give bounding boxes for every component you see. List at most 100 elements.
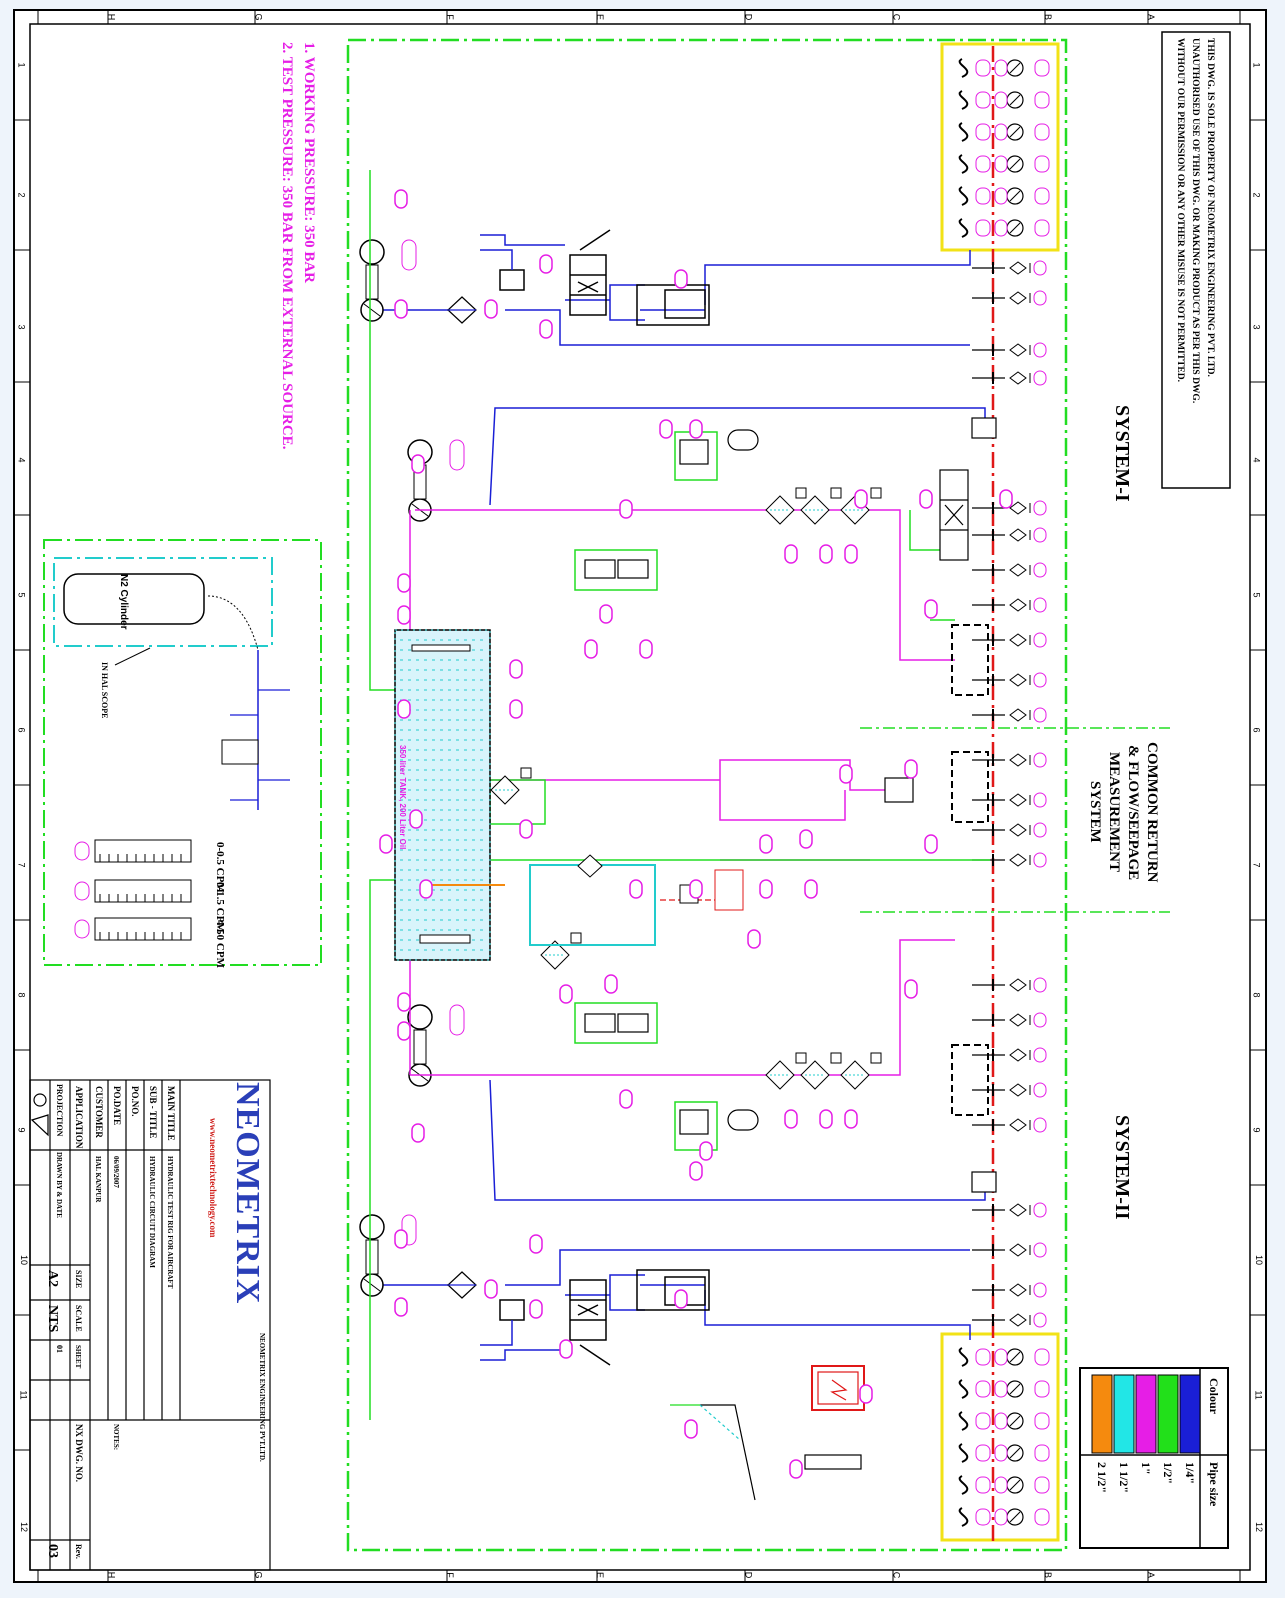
legend-header-pipe: Pipe size (1207, 1462, 1221, 1507)
border-letter-H: H (106, 1571, 117, 1579)
outer-border (13, 9, 1267, 1583)
test-port-box-2 (940, 1332, 1060, 1542)
notice-line-3: WITHOUT OUR PERMISSION OR ANY OTHER MISU… (1175, 38, 1185, 382)
border-number-10: 10 (19, 1254, 30, 1266)
border-number-6: 6 (1251, 727, 1262, 733)
common-line-3: MEASUREMENT (1106, 752, 1122, 873)
border-number-3: 3 (1251, 324, 1262, 330)
notice-line-1: THIS DWG. IS SOLE PROPERTY OF NEOMETRIX … (1205, 38, 1215, 377)
border-letter-C: C (891, 13, 902, 21)
rotameter-label-2: 0-1.5 CPM (214, 882, 226, 933)
border-letter-F: F (444, 14, 455, 20)
drip-tray (670, 1404, 862, 1501)
border-number-7: 7 (1251, 862, 1262, 868)
border-number-8: 8 (1251, 992, 1262, 998)
rotameter-label-3: 4-50 CPM (214, 920, 226, 968)
common-line-2: & FLOW/SEEPAGE (1125, 744, 1141, 880)
common-line-1: COMMON RETURN (1144, 742, 1160, 883)
border-number-1: 1 (16, 62, 27, 68)
legend-size-5: 2 1/2" (1095, 1462, 1109, 1493)
notice-text: THIS DWG. IS SOLE PROPERTY OF NEOMETRIX … (1172, 38, 1217, 488)
zone-ticks (14, 10, 1266, 1583)
note-test-pressure: 2. TEST PRESSURE: 350 BAR FROM EXTERNAL … (279, 42, 295, 450)
border-number-2: 2 (1251, 192, 1262, 198)
dcv-system-1 (939, 469, 969, 561)
border-number-6: 6 (16, 727, 27, 733)
border-letter-H: H (106, 13, 117, 21)
n2-scope-label: IN HAL SCOPE (100, 662, 109, 719)
border-number-9: 9 (16, 1127, 27, 1133)
legend-size-1: 1/4" (1183, 1462, 1197, 1484)
actuator-circuit-2 (370, 1249, 971, 1366)
tb-sub-title-label: SUB - TITLE (148, 1086, 158, 1139)
tb-sub-title: HYDRAULIC CIRCUIT DIAGRAM (148, 1156, 156, 1268)
border-number-4: 4 (16, 457, 27, 463)
tb-dwg-label: NX DWG. NO. (74, 1424, 84, 1482)
border-letter-B: B (1043, 13, 1054, 21)
notice-box (1161, 31, 1231, 489)
legend-size-2: 1/2" (1161, 1462, 1175, 1484)
tb-sheet-label: SHEET (74, 1345, 82, 1369)
tb-application-label: APPLICATION (74, 1086, 84, 1149)
tb-rev-label: Rev. (74, 1544, 83, 1559)
border-number-12: 12 (19, 1521, 30, 1533)
common-line-4: SYSTEM (1087, 781, 1103, 844)
common-return-title: COMMON RETURN & FLOW/SEEPAGE MEASUREMENT… (1085, 742, 1161, 882)
tb-rev: 03 (45, 1544, 60, 1558)
tb-main-title-label: MAIN TITLE (166, 1086, 176, 1141)
manifold-taps (972, 260, 1047, 1328)
oil-tank (394, 629, 491, 961)
tb-size-label: SIZE (74, 1270, 83, 1289)
test-ports-system-2 (958, 1347, 1050, 1527)
border-number-5: 5 (1251, 592, 1262, 598)
manifold-blocks (951, 624, 989, 1116)
pipe-size-legend (1079, 1367, 1229, 1549)
title-block (29, 1079, 271, 1571)
border-letter-E: E (595, 13, 606, 21)
border-number-4: 4 (1251, 457, 1262, 463)
border-letter-D: D (743, 13, 754, 21)
border-number-3: 3 (16, 324, 27, 330)
border-letter-E: E (595, 1571, 606, 1579)
tb-sheet: 01 (55, 1345, 64, 1353)
tb-po-date: 06/09/2007 (112, 1156, 120, 1188)
flow-rotameters (74, 839, 192, 941)
border-number-8: 8 (16, 992, 27, 998)
relief-valves (584, 417, 997, 1193)
legend-size-3: 1" (1139, 1462, 1153, 1475)
border-number-11: 11 (1253, 1390, 1264, 1400)
inner-border (29, 23, 1251, 1571)
tb-po-no-label: PO.NO. (130, 1086, 140, 1117)
tb-main-title: HYDRAULIC TEST RIG FOR AIRCRAFT (166, 1156, 174, 1289)
n2-cylinder-label: N2 Cylinder (118, 574, 129, 630)
tb-projection-label: PROJECTION (55, 1084, 64, 1137)
border-number-12: 12 (1254, 1521, 1265, 1533)
company-address-title: NEOMETRIX ENGINEERING PVT.LTD. (258, 1333, 266, 1462)
tb-size: A2 (45, 1270, 60, 1288)
border-letter-A: A (1146, 1571, 1157, 1579)
border-letter-B: B (1043, 1571, 1054, 1579)
border-number-1: 1 (1251, 62, 1262, 68)
border-letter-A: A (1146, 13, 1157, 21)
component-tags (379, 189, 1013, 1479)
note-working-pressure: 1. WORKING PRESSURE: 350 BAR (301, 42, 317, 284)
border-letter-C: C (891, 1571, 902, 1579)
system-1-title: SYSTEM-I (1111, 405, 1133, 502)
tb-scale-label: SCALE (74, 1305, 83, 1332)
tank-label: 350 liter TANK, 200 Liter Oil (398, 745, 407, 850)
main-boundary (346, 38, 1068, 1552)
tb-scale: NTS (45, 1305, 60, 1333)
actuator-circuit-1 (370, 229, 971, 346)
company-logo: NEOMETRIX (229, 1082, 266, 1305)
border-letter-F: F (444, 1572, 455, 1578)
border-number-2: 2 (16, 192, 27, 198)
border-letter-G: G (253, 13, 264, 21)
green-lines (369, 170, 990, 1420)
border-number-5: 5 (16, 592, 27, 598)
cooling-circuit (430, 854, 744, 946)
legend-size-4: 1 1/2" (1117, 1462, 1131, 1493)
border-letter-G: G (253, 1571, 264, 1579)
border-number-9: 9 (1251, 1127, 1262, 1133)
